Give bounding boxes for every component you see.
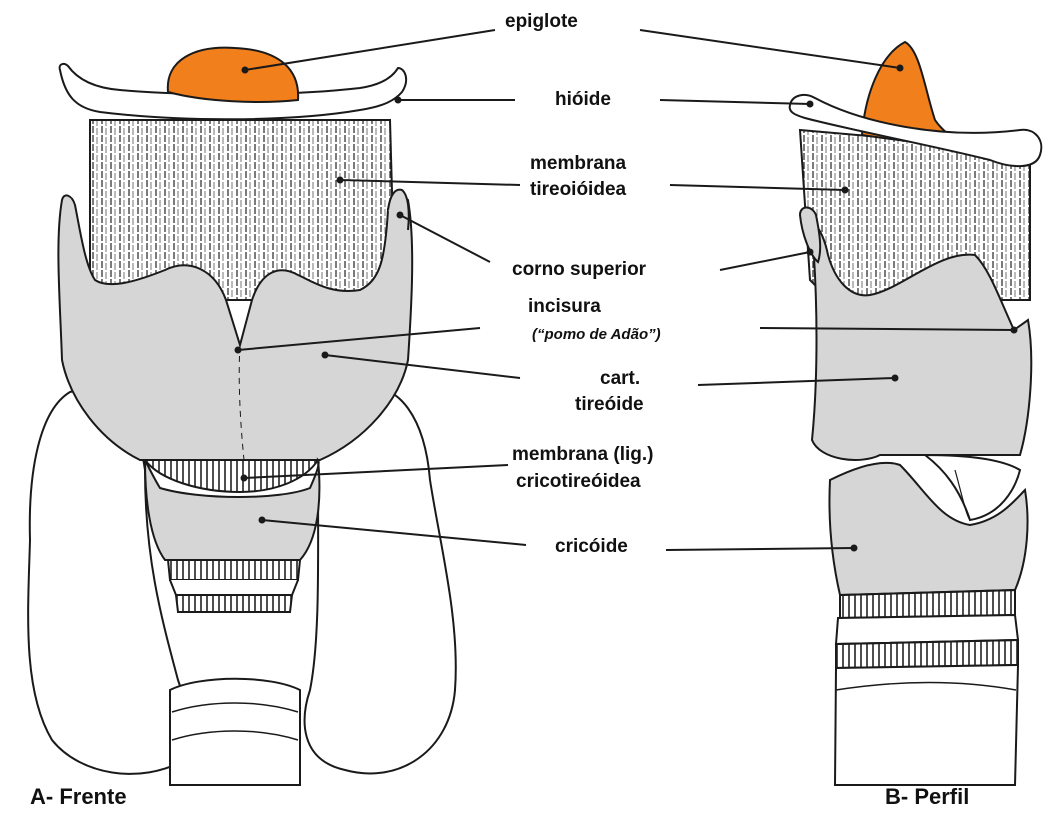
label-membrana-tireo-line1: membrana [530, 152, 626, 176]
epiglottis-front [168, 48, 298, 102]
tracheal-ring-1-profile [840, 590, 1015, 618]
thyrohyoid-membrane-front [90, 120, 395, 300]
front-view [28, 48, 456, 785]
caption-profile: B- Perfil [885, 784, 969, 810]
label-incisura: incisura [528, 295, 601, 319]
label-pomo-de-adao: (“pomo de Adão”) [532, 323, 661, 347]
label-cart: cart. [600, 367, 640, 391]
label-corno-superior: corno superior [512, 258, 646, 282]
tracheal-ring-1-front [168, 560, 300, 580]
label-membrana-crico-line1: membrana (lig.) [512, 443, 653, 467]
label-membrana-tireo-line2: tireoióidea [530, 178, 626, 202]
label-hioide: hióide [555, 88, 611, 112]
label-tireoide: tireóide [575, 393, 644, 417]
caption-front: A- Frente [30, 784, 127, 810]
tracheal-ring-2-front [176, 595, 292, 612]
trachea-front [170, 679, 300, 785]
label-cricoide: cricóide [555, 535, 628, 559]
tracheal-ring-3-profile [836, 640, 1018, 668]
label-membrana-crico-line2: cricotireóidea [516, 470, 641, 494]
label-epiglote: epiglote [505, 10, 578, 34]
profile-view [790, 42, 1042, 785]
